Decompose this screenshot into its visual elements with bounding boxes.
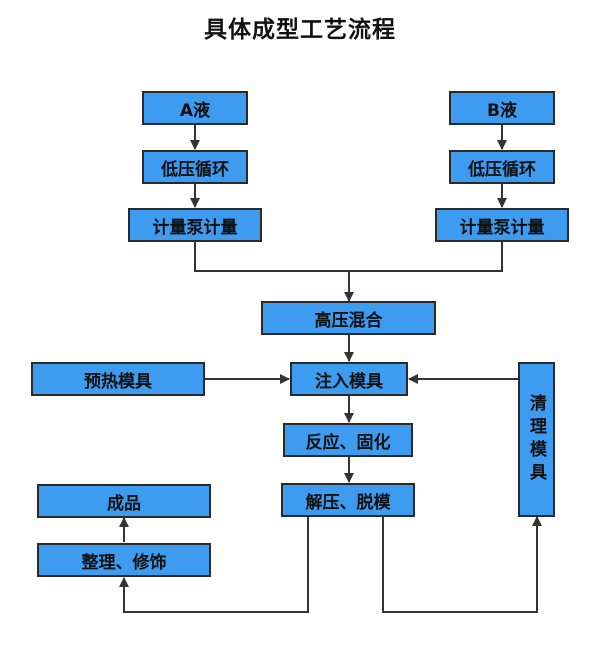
b-liquid-node: B液: [449, 91, 555, 125]
preheat-mold-node: 预热模具: [31, 362, 205, 396]
a-low-pressure-node: 低压循环: [142, 150, 248, 184]
page-title: 具体成型工艺流程: [204, 17, 396, 43]
clean-mold-node: 清理模具: [518, 362, 555, 517]
b-metering-pump-node: 计量泵计量: [435, 208, 569, 242]
a-metering-pump-node: 计量泵计量: [128, 208, 262, 242]
trim-finish-node: 整理、修饰: [37, 543, 211, 577]
a-liquid-node: A液: [142, 91, 248, 125]
inject-mold-node: 注入模具: [290, 362, 408, 396]
connector-a-pump-merge: [194, 241, 349, 272]
react-cure-node: 反应、固化: [283, 423, 413, 457]
arrow-demold-to-clean: [382, 516, 542, 613]
high-pressure-mix-node: 高压混合: [261, 301, 436, 335]
finished-product-node: 成品: [37, 484, 211, 518]
demold-node: 解压、脱模: [281, 483, 415, 517]
b-low-pressure-node: 低压循环: [449, 150, 555, 184]
arrow-demold-to-trim: [119, 516, 309, 613]
connector-b-pump-merge: [349, 241, 503, 272]
